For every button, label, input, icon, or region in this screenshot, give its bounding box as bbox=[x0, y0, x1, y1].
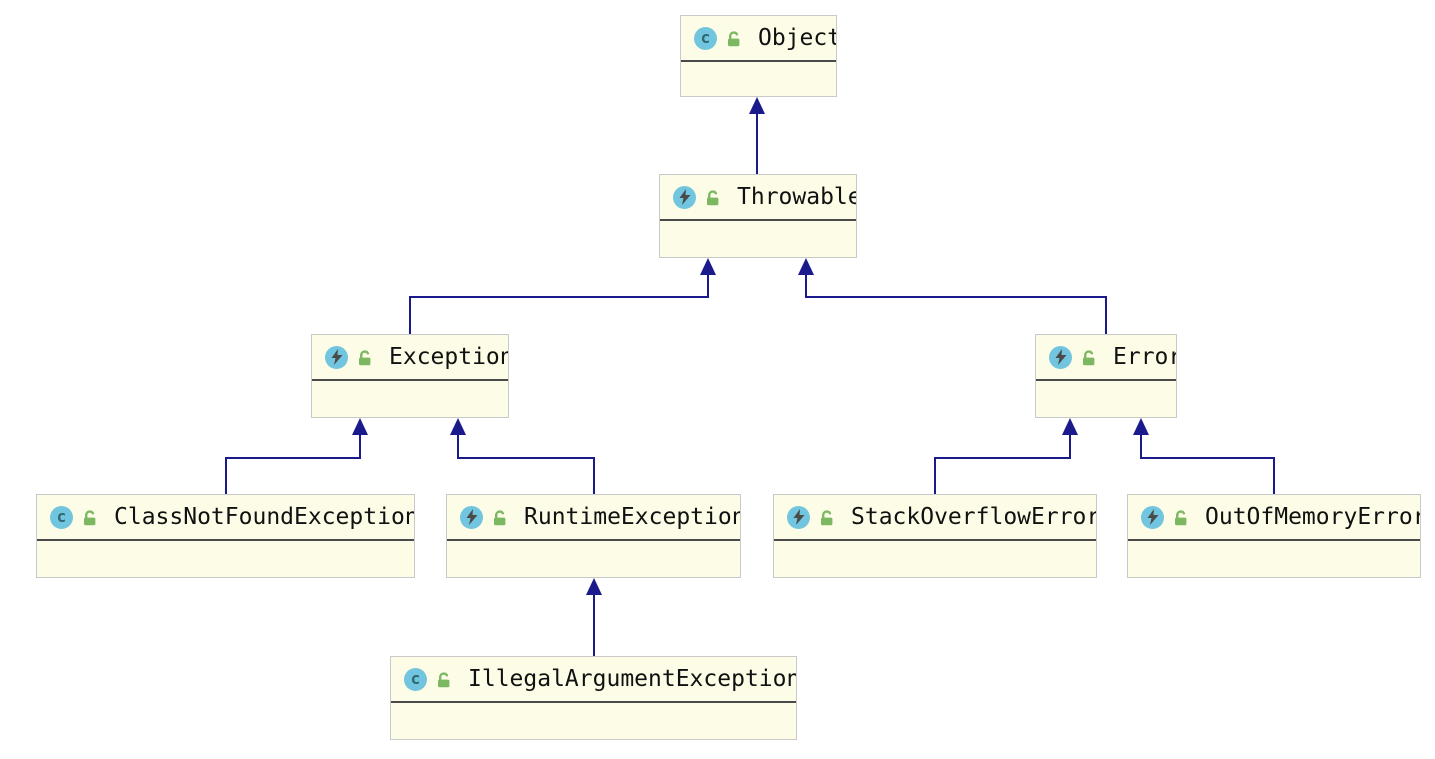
extends-edge-outofmemoryerror-to-error bbox=[1140, 434, 1275, 494]
exception-class-icon bbox=[325, 345, 348, 369]
class-name-label: IllegalArgumentException bbox=[468, 666, 796, 692]
class-node-error[interactable]: Error bbox=[1035, 334, 1177, 418]
extends-edge-runtimeexception-to-exception bbox=[457, 434, 595, 494]
class-members-compartment bbox=[681, 62, 836, 96]
extends-arrowhead-icon bbox=[450, 418, 466, 435]
class-node-illegalargumentexception[interactable]: c IllegalArgumentException bbox=[390, 656, 797, 740]
extends-edge-error-to-throwable bbox=[805, 274, 1107, 334]
extends-edge-stackoverflowerror-to-error bbox=[934, 434, 1071, 494]
class-name-label: Object bbox=[758, 25, 836, 51]
public-open-lock-icon bbox=[1080, 349, 1097, 366]
class-node-classnotfoundexception[interactable]: c ClassNotFoundException bbox=[36, 494, 415, 578]
extends-edge-exception-to-throwable bbox=[409, 274, 709, 334]
class-members-compartment bbox=[660, 221, 856, 257]
class-letter-glyph: c bbox=[56, 507, 67, 526]
public-open-lock-icon bbox=[725, 30, 742, 47]
exception-class-icon bbox=[1141, 505, 1164, 529]
class-name-label: Throwable bbox=[737, 184, 856, 210]
class-node-stackoverflowerror[interactable]: StackOverflowError bbox=[773, 494, 1097, 578]
exception-class-icon bbox=[787, 505, 810, 529]
public-open-lock-icon bbox=[818, 509, 835, 526]
public-open-lock-icon bbox=[1172, 509, 1189, 526]
class-members-compartment bbox=[1036, 381, 1176, 417]
class-members-compartment bbox=[447, 541, 740, 577]
class-name-label: RuntimeException bbox=[524, 504, 740, 530]
class-members-compartment bbox=[1128, 541, 1420, 577]
class-node-outofmemoryerror[interactable]: OutOfMemoryError bbox=[1127, 494, 1421, 578]
public-open-lock-icon bbox=[435, 671, 452, 688]
class-members-compartment bbox=[312, 381, 508, 417]
extends-arrowhead-icon bbox=[700, 258, 716, 275]
exception-class-icon bbox=[673, 185, 696, 209]
class-title-row: RuntimeException bbox=[447, 495, 740, 541]
class-name-label: ClassNotFoundException bbox=[114, 504, 414, 530]
public-open-lock-icon bbox=[704, 189, 721, 206]
class-node-runtimeexception[interactable]: RuntimeException bbox=[446, 494, 741, 578]
class-node-exception[interactable]: Exception bbox=[311, 334, 509, 418]
class-node-throwable[interactable]: Throwable bbox=[659, 174, 857, 258]
class-node-object[interactable]: c Object bbox=[680, 15, 837, 97]
extends-arrowhead-icon bbox=[586, 578, 602, 595]
class-title-row: Error bbox=[1036, 335, 1176, 381]
class-title-row: Throwable bbox=[660, 175, 856, 221]
exception-class-icon bbox=[1049, 345, 1072, 369]
class-title-row: StackOverflowError bbox=[774, 495, 1096, 541]
public-open-lock-icon bbox=[491, 509, 508, 526]
class-members-compartment bbox=[37, 541, 414, 577]
exception-class-icon bbox=[460, 505, 483, 529]
extends-edge-classnotfoundexception-to-exception bbox=[225, 434, 361, 494]
extends-arrowhead-icon bbox=[749, 97, 765, 114]
class-letter-glyph: c bbox=[700, 28, 711, 47]
class-title-row: c Object bbox=[681, 16, 836, 62]
class-name-label: Error bbox=[1113, 344, 1176, 370]
class-icon: c bbox=[50, 505, 73, 529]
extends-arrowhead-icon bbox=[352, 418, 368, 435]
class-title-row: c IllegalArgumentException bbox=[391, 657, 796, 703]
class-letter-glyph: c bbox=[410, 669, 421, 688]
class-title-row: Exception bbox=[312, 335, 508, 381]
public-open-lock-icon bbox=[356, 349, 373, 366]
class-icon: c bbox=[694, 26, 717, 50]
class-title-row: OutOfMemoryError bbox=[1128, 495, 1420, 541]
public-open-lock-icon bbox=[81, 509, 98, 526]
extends-arrowhead-icon bbox=[1133, 418, 1149, 435]
class-title-row: c ClassNotFoundException bbox=[37, 495, 414, 541]
class-name-label: OutOfMemoryError bbox=[1205, 504, 1420, 530]
class-icon: c bbox=[404, 667, 427, 691]
extends-arrowhead-icon bbox=[1062, 418, 1078, 435]
extends-arrowhead-icon bbox=[798, 258, 814, 275]
class-name-label: StackOverflowError bbox=[851, 504, 1096, 530]
class-name-label: Exception bbox=[389, 344, 508, 370]
class-members-compartment bbox=[391, 703, 796, 739]
class-members-compartment bbox=[774, 541, 1096, 577]
